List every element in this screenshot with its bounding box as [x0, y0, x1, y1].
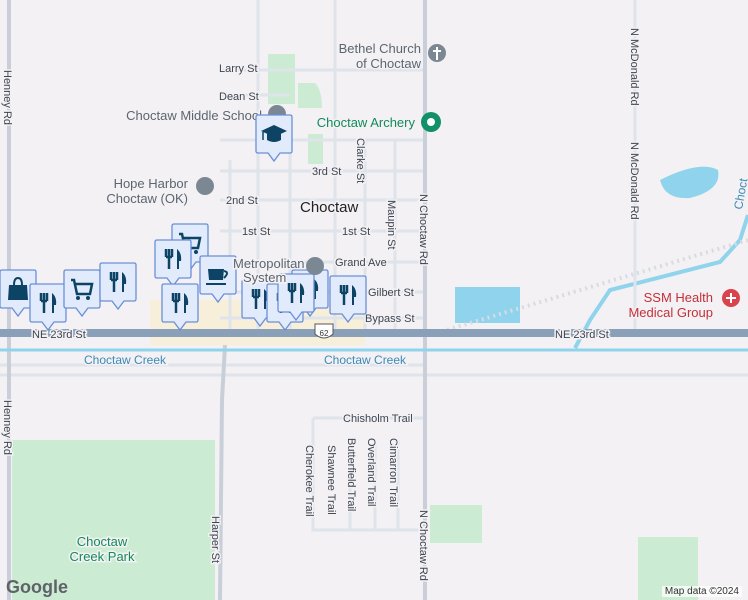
restaurant-icon: [171, 293, 189, 313]
choctaw-creek-label: Choctaw Creek: [84, 353, 167, 367]
svg-text:Hope Harbor: Hope Harbor: [114, 176, 189, 191]
svg-text:Creek Park: Creek Park: [69, 549, 135, 564]
n-choctaw-rd-label: N Choctaw Rd: [417, 194, 429, 265]
park-area: [430, 505, 482, 543]
cherokee-trail-label: Cherokee Trail: [303, 445, 315, 517]
town-label: Choctaw: [300, 199, 359, 216]
park-area: [298, 83, 322, 108]
svg-text:SSM Health: SSM Health: [644, 290, 713, 305]
map-attribution[interactable]: Map data ©2024: [661, 586, 742, 597]
henney-rd-label: Henney Rd: [1, 70, 13, 125]
hope-harbor-poi[interactable]: Hope Harbor Choctaw (OK): [105, 175, 214, 208]
map-marker-shopping-bag[interactable]: [0, 269, 37, 318]
svg-text:System: System: [243, 270, 286, 285]
grand-ave-label: Grand Ave: [335, 257, 387, 269]
n-mcdonald-rd-label: N McDonald Rd: [628, 142, 640, 220]
restaurant-icon: [287, 283, 305, 303]
svg-text:Choctaw (OK): Choctaw (OK): [106, 191, 188, 206]
map-marker-restaurant[interactable]: [277, 273, 315, 322]
pond: [660, 166, 719, 199]
1st-st-label: 1st St: [342, 226, 370, 238]
restaurant-icon: [39, 293, 57, 313]
route-62-shield: 62: [314, 323, 334, 339]
building-icon: [196, 177, 214, 195]
svg-text:Medical Group: Medical Group: [628, 305, 713, 320]
stream: [573, 214, 748, 349]
restaurant-icon: [109, 272, 127, 292]
n-choctaw-rd-label: N Choctaw Rd: [417, 510, 429, 581]
1st-st-label: 1st St: [242, 226, 270, 238]
clarke-st-label: Clarke St: [354, 138, 366, 183]
building-icon: [306, 257, 324, 275]
bypass-st-label: Bypass St: [365, 313, 415, 325]
3rd-st-label: 3rd St: [312, 166, 341, 178]
ne-23rd-st-highway: [0, 329, 748, 337]
map-marker-restaurant[interactable]: [329, 275, 367, 324]
larry-st-label: Larry St: [219, 63, 258, 75]
coffee-icon: [206, 269, 228, 285]
map-marker-restaurant[interactable]: [99, 262, 137, 311]
svg-text:Choctaw Middle School: Choctaw Middle School: [126, 108, 262, 123]
svg-text:Choctaw Archery: Choctaw Archery: [317, 115, 416, 130]
shawnee-trail-label: Shawnee Trail: [325, 445, 337, 515]
harper-st-label: Harper St: [209, 516, 221, 563]
map-marker-shopping-cart[interactable]: [63, 269, 101, 318]
google-logo: Google: [6, 577, 68, 597]
svg-text:Choctaw: Choctaw: [77, 534, 128, 549]
restaurant-icon: [164, 249, 182, 269]
metropolitan-poi[interactable]: Metropolitan System: [232, 255, 324, 287]
map-marker-coffee[interactable]: [199, 255, 237, 304]
butterfield-trail-label: Butterfield Trail: [345, 438, 357, 511]
choctaw-creek-label: Choctaw Creek: [324, 353, 407, 367]
chisholm-trail-label: Chisholm Trail: [343, 413, 413, 425]
choctaw-creek-park-area: [12, 440, 215, 600]
n-mcdonald-rd-label: N McDonald Rd: [628, 28, 640, 106]
choctaw-creek-park-poi[interactable]: Choctaw Creek Park: [68, 533, 137, 566]
bethel-church-poi[interactable]: Bethel Church of Choctaw: [337, 40, 446, 73]
choctaw-creek-label: Choct: [731, 177, 748, 211]
minor-streets: [0, 0, 748, 532]
ssm-health-poi[interactable]: SSM Health Medical Group: [627, 289, 740, 322]
map-marker-school[interactable]: [255, 114, 293, 163]
henney-rd-label: Henney Rd: [1, 400, 13, 455]
map-marker-restaurant[interactable]: [154, 239, 192, 288]
svg-text:of Choctaw: of Choctaw: [356, 56, 422, 71]
shopping-bag-icon: [8, 276, 28, 300]
ne-23rd-st-label: NE 23rd St: [32, 329, 86, 341]
svg-text:Metropolitan: Metropolitan: [233, 256, 305, 271]
overland-trail-label: Overland Trail: [365, 438, 377, 506]
gilbert-st-label: Gilbert St: [368, 287, 414, 299]
dean-st-label: Dean St: [219, 91, 259, 103]
svg-text:62: 62: [320, 329, 329, 338]
map-marker-restaurant[interactable]: [161, 283, 199, 332]
svg-text:Bethel Church: Bethel Church: [339, 41, 421, 56]
school-icon: [261, 125, 287, 142]
2nd-st-label: 2nd St: [226, 195, 258, 207]
shopping-cart-icon: [71, 278, 94, 300]
ne-23rd-st-label: NE 23rd St: [555, 329, 609, 341]
cimarron-trail-label: Cimarron Trail: [387, 438, 399, 507]
choctaw-middle-school-poi[interactable]: Choctaw Middle School: [125, 105, 286, 125]
map-marker-restaurant[interactable]: [29, 283, 67, 332]
choctaw-archery-poi[interactable]: Choctaw Archery: [315, 112, 441, 132]
maupin-st-label: Maupin St: [385, 200, 397, 250]
restaurant-icon: [339, 285, 357, 305]
